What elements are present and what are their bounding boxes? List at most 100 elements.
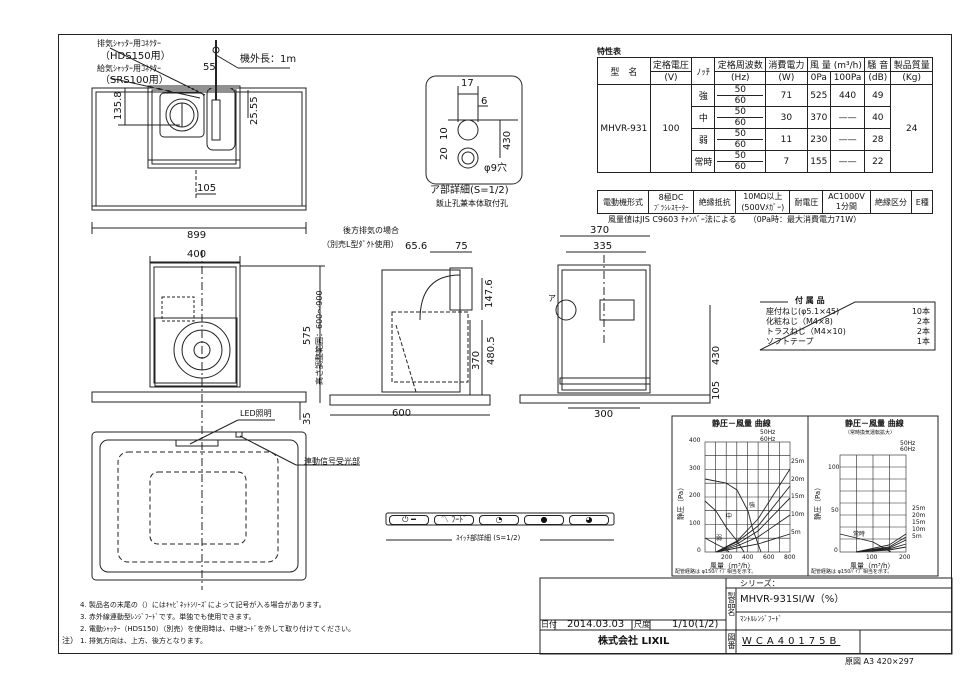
chart2-legend-60: 60Hz (900, 446, 916, 453)
freq-50: 50 (734, 107, 747, 117)
insulation-test: (500Vﾒｶﾞｰ) (741, 203, 785, 212)
marker-a: ア (548, 294, 556, 303)
drawing-sheet (58, 34, 952, 654)
drawing-no-label: 図番 (727, 633, 736, 649)
chart1-ytick-200: 200 (689, 492, 701, 499)
motor-label: 電動機形式 (597, 190, 649, 214)
chart1-xtick-800: 800 (784, 554, 796, 561)
list-item: 化粧ねじ（M4×8) 2本 (766, 317, 930, 327)
fan-button[interactable]: ◕ (569, 515, 609, 525)
chart2-ann-10m: 10m (912, 526, 926, 533)
accessory-qty: 2本 (916, 317, 930, 326)
product-name: MHVR-931SI/W（%） (740, 594, 845, 605)
chart2-ann-always: 常時 (853, 531, 866, 538)
insulation-value: 10MΩ以上 (743, 192, 783, 201)
dim-6: 6 (481, 96, 488, 107)
accessory-qty: 1本 (916, 337, 930, 346)
chart1-ytick-100: 100 (689, 520, 701, 527)
chart2-legend-50: 50Hz (900, 440, 916, 447)
freq-50: 50 (734, 151, 747, 161)
chart2-ann-15m: 15m (912, 519, 926, 526)
freq-50: 50 (734, 129, 747, 139)
chart1-legend-60: 60Hz (760, 436, 776, 443)
airflow-100-cell: —— (829, 150, 866, 173)
chart1-xtick-400: 400 (742, 554, 754, 561)
freq-50: 50 (734, 85, 747, 95)
notch-cell: 常時 (691, 150, 716, 173)
company-name: 株式会社 LIXIL (598, 636, 670, 647)
chart1-title: 静圧－風量 曲線 (712, 419, 771, 428)
power-button[interactable]: ⏻ ━ (389, 515, 429, 525)
airflow-0-cell: 155 (806, 150, 831, 173)
product-desc: ﾏﾝﾄﾙﾚﾝｼﾞﾌｰﾄﾞ (740, 615, 782, 623)
dim-17: 17 (461, 78, 474, 89)
cord-length-label: 機外長：1m (240, 54, 297, 65)
chart2-ylabel: 静圧（Pa） (814, 483, 822, 520)
freq-60: 60 (717, 161, 764, 172)
chart2-title: 静圧－風量 曲線 (845, 419, 904, 428)
chart2-ytick-50: 50 (831, 507, 839, 514)
header-notch: ﾉｯﾁ (691, 57, 716, 85)
spec-note: 風量値はJIS C9603 ﾁｬﾝﾊﾞｰ法による （0Pa時：最大消費電力71W… (608, 215, 862, 224)
freq-60: 60 (717, 139, 764, 150)
chart2-ann-20m: 20m (912, 512, 926, 519)
list-item: 座付ねじ(φ5.1×45)10本 (766, 307, 930, 317)
scale-label: 尺度 (634, 620, 650, 629)
rear-exhaust-note: （別売L型ﾀﾞｸﾄ使用） (322, 240, 399, 249)
chart1-xtick-600: 600 (763, 554, 775, 561)
airflow-100-cell: 440 (829, 84, 866, 107)
timer-button[interactable]: ◔ (479, 515, 519, 525)
paper-size: 原図 A3 420×297 (845, 657, 914, 666)
note-4: 4. 製品名の末尾の（）にはｷｬﾋﾞﾈｯﾄｼﾘｰｽﾞによって記号が入る場合があり… (80, 601, 326, 609)
withstand-value: AC1000V (828, 192, 865, 201)
detail-a-caption: 飯止孔兼本体取付孔 (436, 199, 508, 208)
accessory-name: トラスねじ（M4×10) (766, 327, 846, 336)
note-1: 1. 排気方向は、上方、後方となります。 (80, 637, 207, 645)
chart1-ytick-400: 400 (689, 437, 701, 444)
detail-a-title: ア部詳細(S=1/2) (430, 185, 509, 196)
chart1-xtick-200: 200 (721, 554, 733, 561)
dim-75: 75 (455, 241, 468, 252)
exhaust-connector-label: 排気ｼｬｯﾀｰ用ｺﾈｸﾀｰ (97, 39, 161, 48)
light-button[interactable]: ● (524, 515, 564, 525)
accessory-qty: 2本 (916, 327, 930, 336)
insulation-label: 絶縁抵抗 (693, 190, 737, 214)
rear-exhaust-label: 後方排気の場合 (343, 226, 399, 235)
model-cell: MHVR-931 (597, 84, 651, 173)
chart1-legend-50: 50Hz (760, 429, 776, 436)
exhaust-connector-model: （HDS150用） (100, 51, 171, 62)
scale-value: 1/10(1/2) (672, 619, 719, 630)
control-panel-caption: ｽｲｯﾁ部詳細 (S=1/2) (456, 534, 521, 542)
chart1-ann-15m: 15m (791, 493, 805, 500)
led-label: LED照明 (240, 409, 272, 418)
chart1-ann-weak: 弱 (716, 535, 723, 542)
chart2-xlabel: 風量（m³/h） (850, 562, 895, 570)
chart1-ann-strong: 強 (749, 502, 756, 509)
accessory-name: 化粧ねじ（M4×8) (766, 317, 833, 326)
notes-prefix: 注） (62, 636, 78, 645)
chart2-ann-25m: 25m (912, 505, 926, 512)
dim-400: 400 (187, 249, 207, 260)
hood-button[interactable]: 〽 ﾌｰﾄﾞ (434, 515, 474, 525)
date-value: 2014.03.03 (567, 619, 625, 630)
series-label: シリーズ： (740, 579, 780, 588)
noise-cell: 22 (864, 150, 892, 173)
chart1-ann-medium: 中 (726, 513, 733, 520)
voltage-cell: 100 (649, 84, 693, 173)
chart1-ytick-0: 0 (697, 547, 701, 554)
spec-table-title: 特性表 (597, 47, 621, 56)
chart1-ann-5m: 5m (791, 529, 801, 536)
motor-value-type: ﾌﾞﾗｼﾚｽﾓｰﾀｰ (653, 203, 689, 212)
chart2-ann-5m: 5m (912, 533, 922, 540)
dim-300: 300 (594, 409, 614, 420)
sensor-label: 連動信号受光部 (304, 457, 360, 466)
chart1-ann-10m: 10m (791, 511, 805, 518)
list-item: トラスねじ（M4×10) 2本 (766, 327, 930, 337)
chart1-xlabel: 風量（m³/h） (710, 562, 755, 570)
